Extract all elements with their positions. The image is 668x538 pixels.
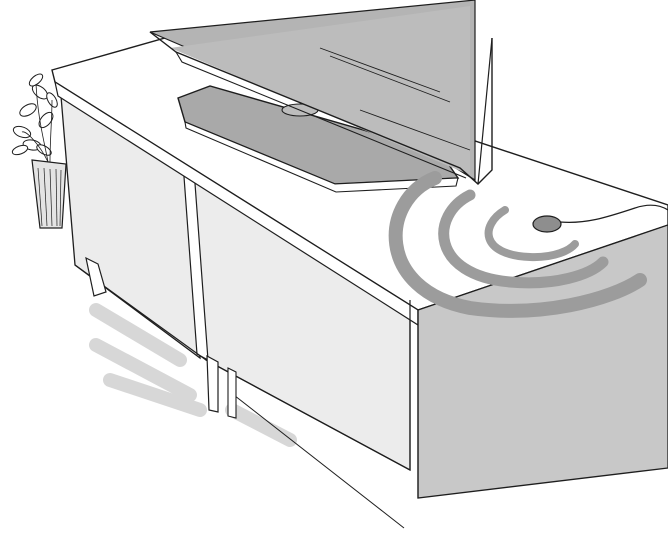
sensor-device [533, 216, 561, 232]
cabinet-leg-back [228, 368, 236, 418]
cabinet-leg-middle [207, 356, 218, 412]
plant-leaves [11, 72, 59, 158]
